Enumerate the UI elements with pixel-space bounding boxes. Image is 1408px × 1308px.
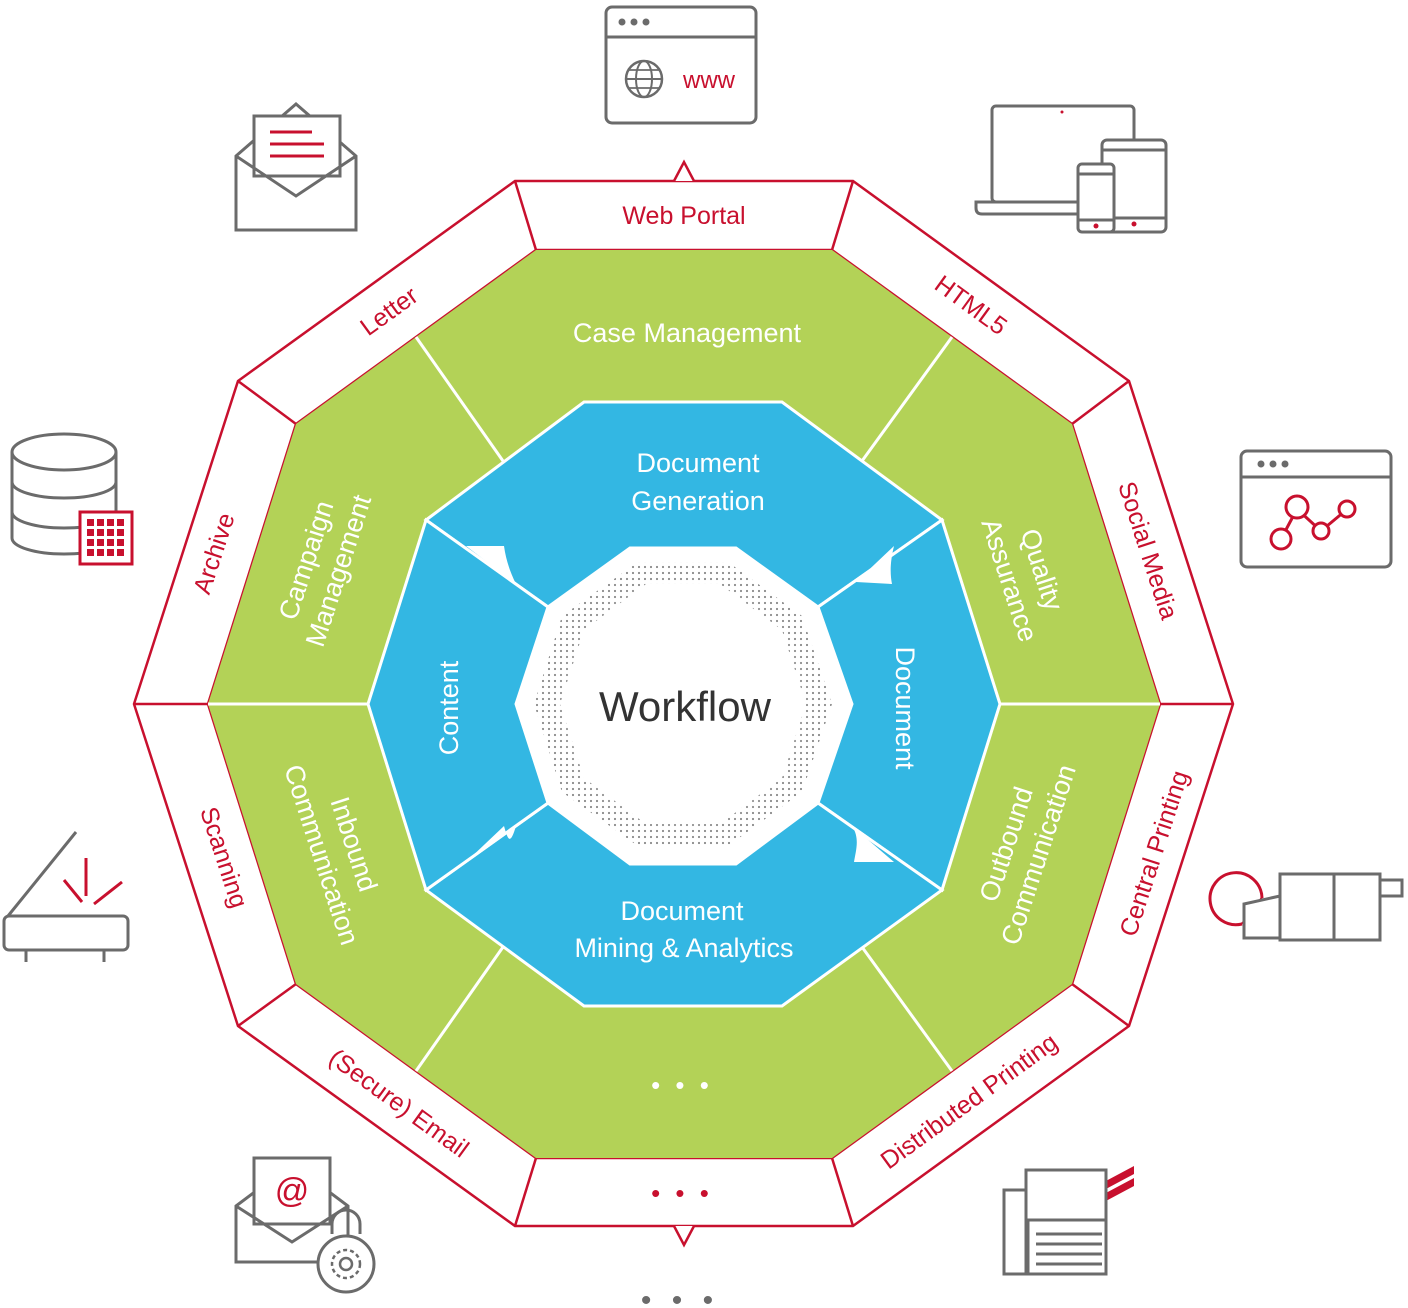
outer-label-web-portal: Web Portal [622,202,745,230]
central-printer-icon [1208,871,1404,942]
inner-label-bottom-line2: Mining & Analytics [574,933,793,963]
middle-label-bottom-dots: • • • [651,1070,713,1100]
letter-envelope-icon [234,102,358,232]
social-media-icon [1239,449,1393,569]
inner-label-bottom-line1: Document [620,896,744,926]
middle-ring-dividers [208,336,1160,1072]
secure-email-icon: @ [234,1156,376,1294]
center-glow [555,576,811,832]
inner-ring [366,400,1002,1008]
more-dots-icon: • • • [641,1284,719,1308]
distributed-printer-icon [1002,1166,1134,1276]
center-hub: Workflow [516,548,852,864]
inner-label-top-line1: Document [636,448,760,478]
center-label: Workflow [599,683,772,730]
inner-ring-labels: Document Generation Document Document Mi… [434,448,920,963]
middle-label-top: Case Management [573,318,802,348]
inner-label-top-line2: Generation [631,486,765,516]
web-browser-icon-text: www [682,67,736,94]
inner-ring-curls [466,546,894,862]
archive-database-icon [10,432,134,566]
outer-label-more-dots: • • • [651,1178,713,1208]
devices-icon [974,104,1168,234]
web-browser-icon: www [604,5,758,125]
outer-ring-dividers [134,180,1233,1227]
outer-ring-notches [672,159,696,1248]
inner-label-right: Document [890,646,920,770]
inner-label-left: Content [434,660,464,755]
scanner-icon [2,831,130,962]
secure-email-at-symbol: @ [275,1172,310,1210]
